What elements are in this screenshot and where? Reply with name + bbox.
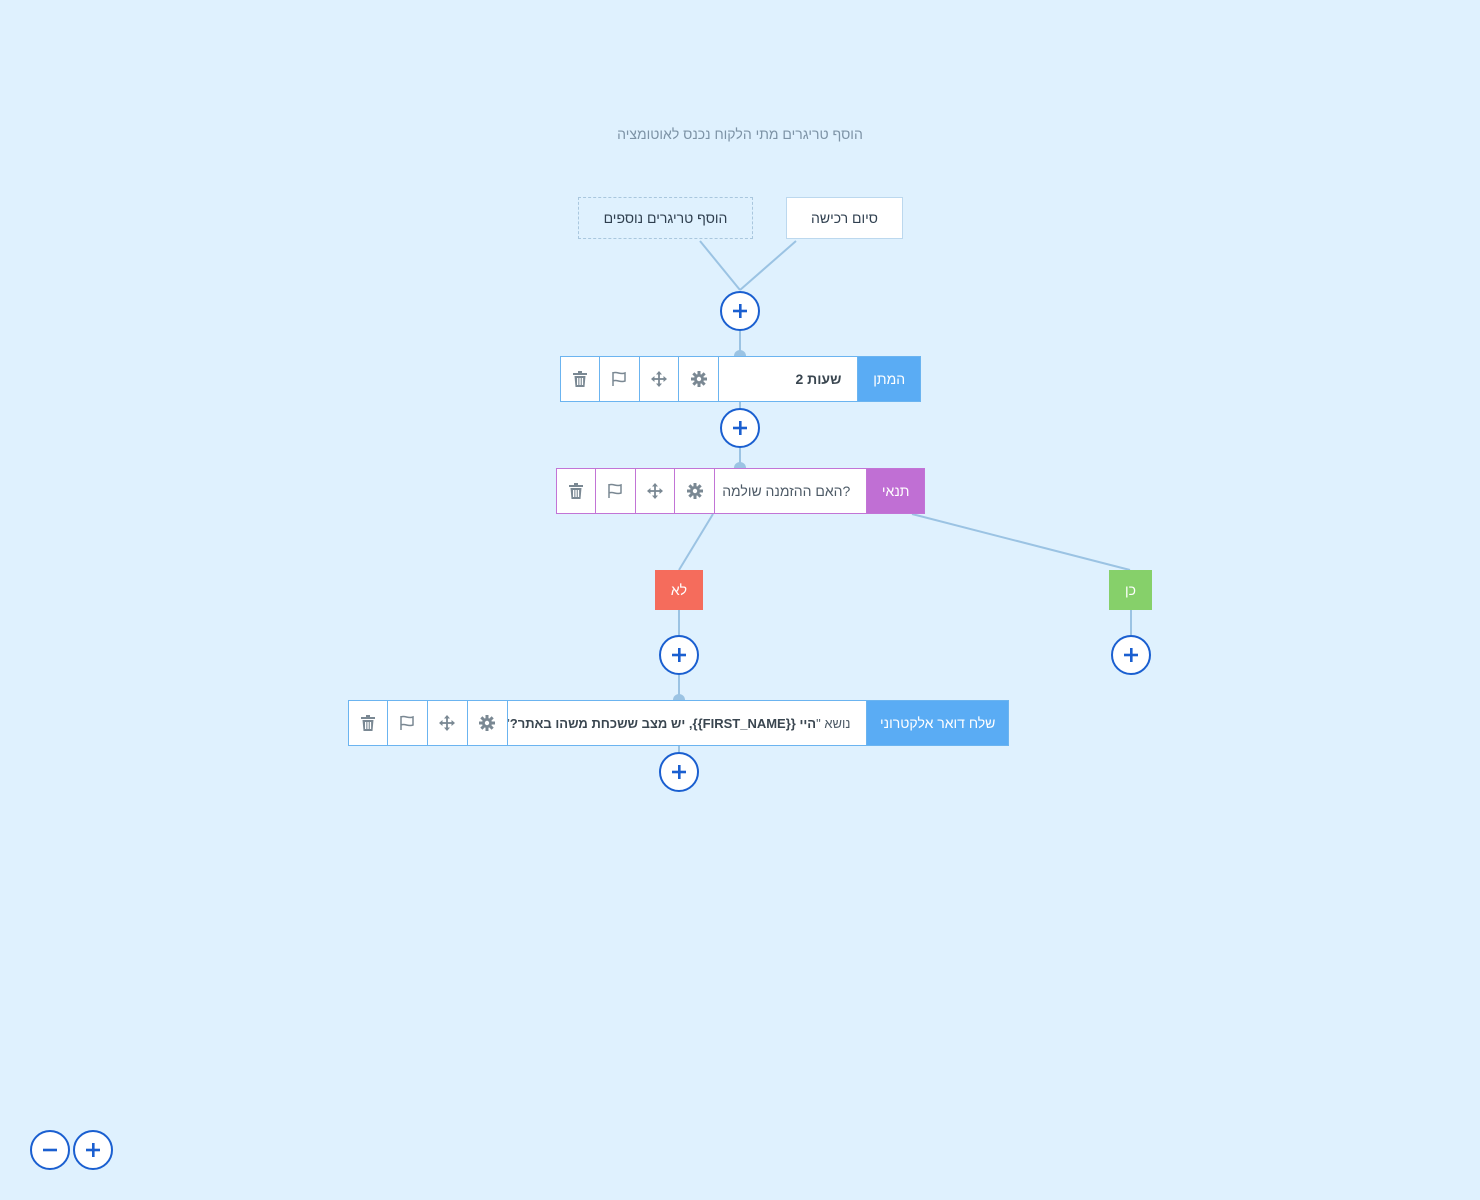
- add-step-button[interactable]: [720, 408, 760, 448]
- settings-button[interactable]: [674, 469, 714, 513]
- gear-icon: [479, 715, 496, 731]
- wait-duration-value: 2 שעות: [795, 371, 842, 387]
- branch-no[interactable]: לא: [655, 570, 703, 610]
- email-subject-value: היי {{FIRST_NAME}}, יש מצב ששכחת משהו בא…: [509, 715, 817, 731]
- add-step-button[interactable]: [720, 291, 760, 331]
- add-triggers-button[interactable]: הוסף טריגרים נוספים: [578, 197, 753, 239]
- zoom-in-button[interactable]: [73, 1130, 113, 1170]
- add-step-button[interactable]: [659, 752, 699, 792]
- email-subject-text: נושא "היי {{FIRST_NAME}}, יש מצב ששכחת מ…: [507, 715, 851, 731]
- move-icon: [439, 715, 456, 731]
- plus-icon: [733, 304, 747, 318]
- flag-icon: [612, 371, 626, 386]
- settings-button[interactable]: [678, 357, 718, 401]
- plus-icon: [672, 765, 686, 779]
- flag-button[interactable]: [594, 469, 635, 513]
- flag-icon: [608, 483, 622, 498]
- email-node-label: שלח דואר אלקטרוני: [866, 701, 1008, 745]
- move-button[interactable]: [426, 701, 467, 745]
- plus-icon: [733, 421, 747, 435]
- wait-duration[interactable]: 2 שעות: [718, 357, 857, 401]
- plus-icon: [672, 648, 686, 662]
- trigger-hint: הוסף טריגרים מתי הלקוח נכנס לאוטומציה: [617, 126, 863, 142]
- zoom-out-button[interactable]: [30, 1130, 70, 1170]
- minus-icon: [43, 1148, 57, 1152]
- wait-node[interactable]: 2 שעות המתן: [560, 356, 921, 402]
- add-step-yes-branch-button[interactable]: [1111, 635, 1151, 675]
- delete-button[interactable]: [557, 469, 595, 513]
- flag-button[interactable]: [386, 701, 427, 745]
- move-icon: [646, 483, 663, 499]
- move-button[interactable]: [638, 357, 679, 401]
- email-node[interactable]: נושא "היי {{FIRST_NAME}}, יש מצב ששכחת מ…: [348, 700, 1009, 746]
- add-step-no-branch-button[interactable]: [659, 635, 699, 675]
- delete-button[interactable]: [561, 357, 599, 401]
- wait-node-label: המתן: [857, 357, 920, 401]
- trash-icon: [572, 371, 587, 387]
- email-subject[interactable]: נושא "היי {{FIRST_NAME}}, יש מצב ששכחת מ…: [506, 701, 867, 745]
- gear-icon: [686, 483, 703, 499]
- condition-node[interactable]: האם ההזמנה שולמה? תנאי: [556, 468, 925, 514]
- move-icon: [650, 371, 667, 387]
- trigger-purchase-complete[interactable]: סיום רכישה: [786, 197, 903, 239]
- settings-button[interactable]: [466, 701, 507, 745]
- branch-yes[interactable]: כן: [1109, 570, 1152, 610]
- move-button[interactable]: [634, 469, 675, 513]
- trash-icon: [568, 483, 583, 499]
- flag-icon: [400, 715, 415, 730]
- gear-icon: [690, 371, 707, 387]
- trash-icon: [360, 715, 375, 731]
- condition-question[interactable]: האם ההזמנה שולמה?: [714, 469, 866, 513]
- plus-icon: [86, 1143, 100, 1157]
- condition-node-label: תנאי: [866, 469, 925, 513]
- delete-button[interactable]: [349, 701, 387, 745]
- plus-icon: [1124, 648, 1138, 662]
- flag-button[interactable]: [598, 357, 639, 401]
